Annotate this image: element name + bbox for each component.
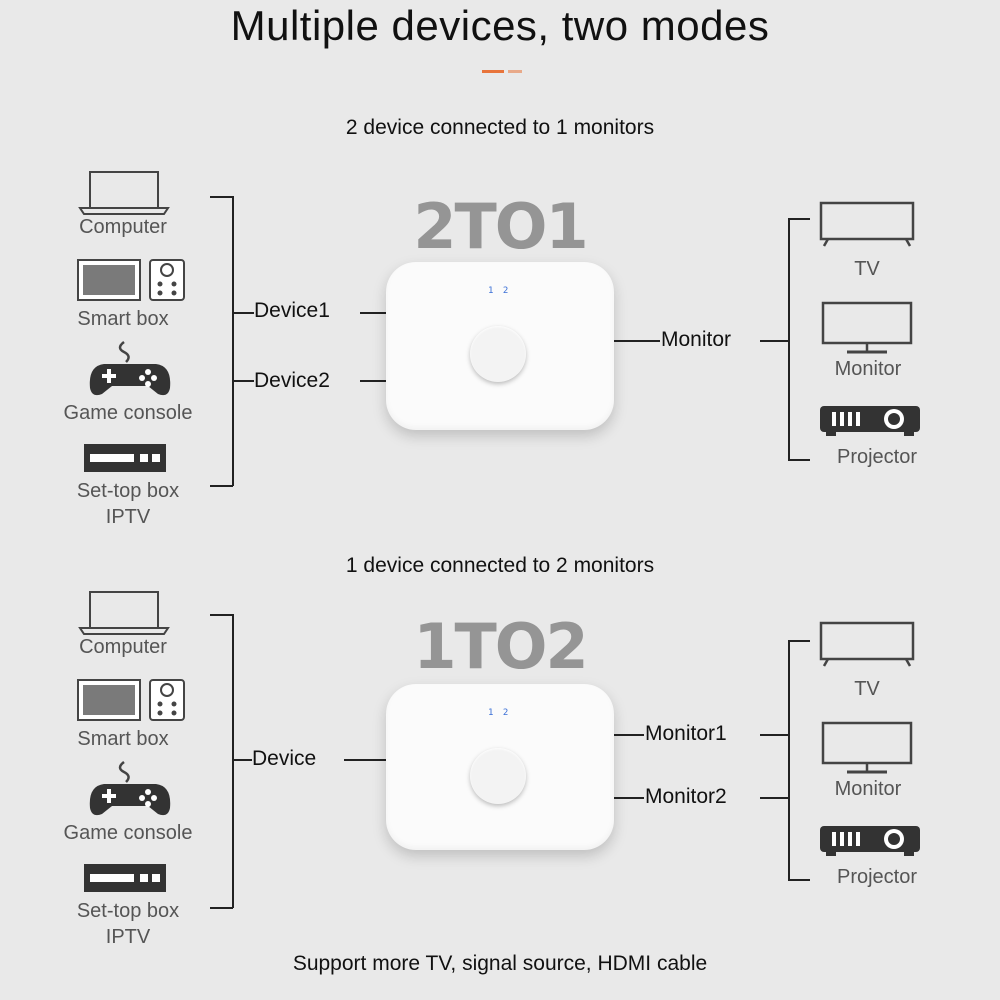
bracket-tick — [788, 459, 810, 461]
page-title: Multiple devices, two modes — [230, 2, 770, 49]
bracket-tick — [210, 907, 233, 909]
source-label-computer: Computer — [79, 216, 167, 238]
connector-line — [232, 759, 252, 761]
display-label-projector: Projector — [836, 446, 918, 468]
display-label-tv: TV — [854, 258, 880, 280]
bracket-tick — [788, 879, 810, 881]
connector-line — [614, 797, 644, 799]
projector-icon — [820, 406, 920, 436]
connector-line — [360, 380, 386, 382]
bracket-tick — [210, 485, 233, 487]
gamepad-icon — [89, 341, 171, 396]
monitor2-label: Monitor2 — [645, 785, 727, 808]
laptop-icon — [78, 591, 170, 635]
source-label-set-top-box: Set-top box IPTV — [76, 480, 180, 528]
hdmi-switch-device: 1 2 — [386, 262, 614, 430]
connector-line — [360, 312, 386, 314]
device-label: Device — [252, 747, 317, 770]
footer-note: Support more TV, signal source, HDMI cab… — [292, 952, 708, 975]
hdmi-switch-device: 1 2 — [386, 684, 614, 850]
connector-line — [344, 759, 386, 761]
connector-line — [760, 340, 788, 342]
connector-line — [614, 734, 644, 736]
led-indicator: 1 2 — [488, 708, 511, 718]
monitor-icon — [821, 721, 913, 774]
display-bracket — [788, 218, 790, 460]
monitor-icon — [821, 301, 913, 354]
bracket-tick — [210, 196, 233, 198]
bracket-tick — [788, 218, 810, 220]
gamepad-icon — [89, 761, 171, 816]
display-label-projector: Projector — [836, 866, 918, 888]
title-accent-divider — [482, 70, 522, 73]
tv-icon — [819, 201, 915, 247]
monitor1-label: Monitor1 — [645, 722, 727, 745]
source-bracket — [232, 196, 234, 486]
laptop-icon — [78, 171, 170, 215]
switch-button[interactable] — [470, 748, 526, 804]
connector-line — [760, 797, 788, 799]
device2-label: Device2 — [254, 369, 330, 392]
mode1-subtitle: 2 device connected to 1 monitors — [345, 116, 655, 139]
accent-segment-grey — [508, 70, 522, 73]
source-label-game-console: Game console — [63, 402, 193, 424]
smart-box-icon — [77, 259, 185, 301]
accent-segment-orange — [482, 70, 504, 73]
display-label-monitor: Monitor — [834, 358, 902, 380]
smart-box-icon — [77, 679, 185, 721]
set-top-box-icon — [84, 864, 166, 892]
source-label-smart-box: Smart box — [77, 728, 169, 750]
display-bracket — [788, 640, 790, 880]
connector-line — [614, 340, 660, 342]
source-label-set-top-box: Set-top box IPTV — [76, 900, 180, 948]
connector-line — [232, 380, 254, 382]
source-label-computer: Computer — [79, 636, 167, 658]
bracket-tick — [210, 614, 233, 616]
set-top-box-icon — [84, 444, 166, 472]
mode2-watermark: 1TO2 — [413, 610, 588, 683]
projector-icon — [820, 826, 920, 856]
display-label-tv: TV — [854, 678, 880, 700]
switch-button[interactable] — [470, 326, 526, 382]
mode1-watermark: 2TO1 — [413, 190, 588, 263]
source-label-game-console: Game console — [63, 822, 193, 844]
bracket-tick — [788, 640, 810, 642]
monitor-label: Monitor — [661, 328, 732, 351]
display-label-monitor: Monitor — [834, 778, 902, 800]
device1-label: Device1 — [254, 299, 330, 322]
mode2-subtitle: 1 device connected to 2 monitors — [345, 554, 655, 577]
connector-line — [232, 312, 254, 314]
tv-icon — [819, 621, 915, 667]
connector-line — [760, 734, 788, 736]
source-bracket — [232, 614, 234, 908]
source-label-smart-box: Smart box — [77, 308, 169, 330]
led-indicator: 1 2 — [488, 286, 511, 296]
